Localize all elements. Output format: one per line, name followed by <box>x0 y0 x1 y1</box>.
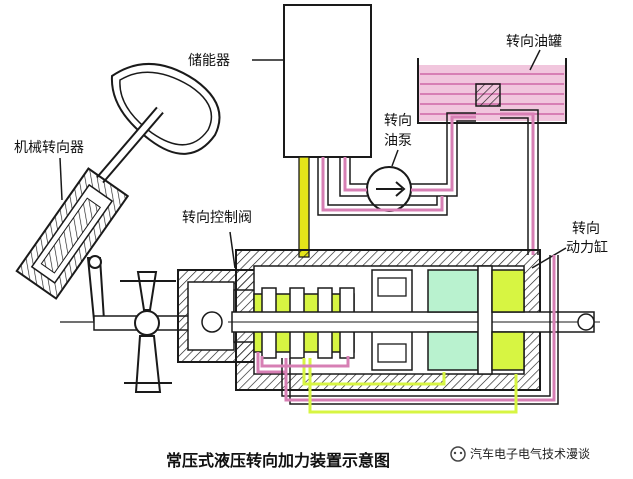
reservoir-leader-line <box>529 49 541 71</box>
accumulator-label: 储能器 <box>188 53 230 69</box>
reservoir-label: 转向油罐 <box>506 34 562 50</box>
pressure-line-yellow <box>298 156 310 258</box>
mechanical-gear-leader-line <box>59 157 63 201</box>
control-valve-label: 转向控制阀 <box>182 210 252 226</box>
pump-symbol <box>376 181 406 197</box>
wechat-icon <box>450 446 466 462</box>
cylinder-label-line1: 转向 <box>572 221 600 237</box>
pump-label-line1: 转向 <box>384 113 412 129</box>
steering-column <box>96 63 221 184</box>
mechanical-gear-label: 机械转向器 <box>14 140 84 156</box>
oil-lines-pink <box>317 109 539 255</box>
cylinder-chambers <box>427 265 525 375</box>
pump-leader-line <box>391 149 399 167</box>
oil-lines-fill <box>321 112 535 255</box>
diagram-caption: 常压式液压转向加力装置示意图 <box>166 451 390 470</box>
svg-text:汽车电子电气技术漫谈: 汽车电子电气技术漫谈 <box>470 446 590 461</box>
mechanical-gear-housing <box>15 167 130 300</box>
piston-rod <box>228 311 600 333</box>
reservoir-filter <box>475 83 501 107</box>
lower-lines <box>256 255 559 414</box>
pump-label-line2: 油泵 <box>384 133 412 149</box>
cylinder-label-line2: 动力缸 <box>566 239 608 256</box>
steering-knuckle-lever <box>120 271 176 393</box>
pitman-arm <box>86 255 106 321</box>
watermark: 汽车电子电气技术漫谈 <box>450 446 590 462</box>
control-valve-leader-line <box>229 231 236 269</box>
reservoir <box>417 58 567 124</box>
cylinder-leader-line <box>531 247 567 269</box>
accumulator-box <box>283 4 372 158</box>
